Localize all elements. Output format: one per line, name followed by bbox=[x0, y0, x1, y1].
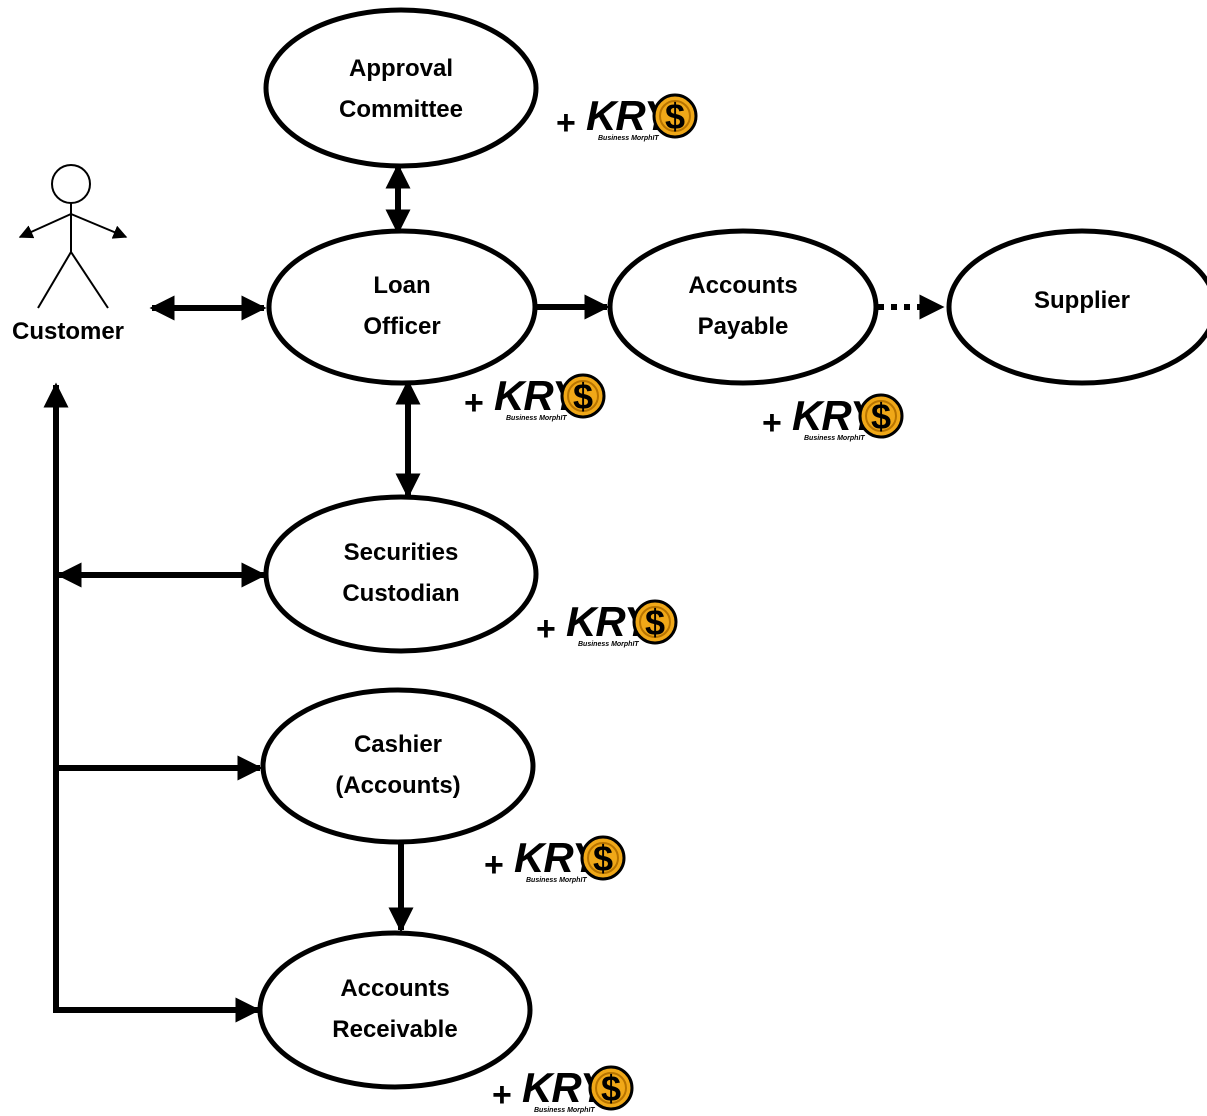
node-label: Approval bbox=[349, 55, 453, 82]
node-cashier[interactable]: Cashier (Accounts) bbox=[260, 687, 536, 845]
logo-tagline: Business MorphIT bbox=[534, 1107, 595, 1114]
svg-text:+: + bbox=[484, 846, 504, 884]
node-label: Receivable bbox=[332, 1016, 457, 1043]
kry-badge-approval: + KRY $ Business MorphIT bbox=[556, 92, 698, 142]
dollar-icon: $ bbox=[645, 602, 665, 643]
node-label: Securities bbox=[344, 539, 459, 566]
node-accounts-payable[interactable]: Accounts Payable bbox=[607, 228, 879, 386]
svg-text:+: + bbox=[492, 1076, 512, 1114]
dollar-icon: $ bbox=[871, 396, 891, 437]
node-label: (Accounts) bbox=[335, 772, 460, 799]
node-label: Supplier bbox=[1034, 287, 1130, 314]
dollar-icon: $ bbox=[593, 838, 613, 879]
kry-badge-accounts-payable: + KRY $ Business MorphIT bbox=[762, 392, 904, 442]
actor-customer[interactable]: Customer bbox=[12, 164, 128, 345]
stick-figure-icon bbox=[18, 164, 128, 309]
svg-text:+: + bbox=[556, 104, 576, 142]
node-label: Payable bbox=[698, 313, 789, 340]
logo-tagline: Business MorphIT bbox=[578, 641, 639, 648]
edges bbox=[43, 163, 945, 1023]
logo-tagline: Business MorphIT bbox=[526, 877, 587, 884]
kry-badge-cashier: + KRY $ Business MorphIT bbox=[484, 834, 626, 884]
dollar-icon: $ bbox=[601, 1068, 621, 1109]
kry-badge-loan-officer: + KRY $ Business MorphIT bbox=[464, 372, 606, 422]
node-label: Officer bbox=[363, 313, 440, 340]
svg-text:+: + bbox=[762, 404, 782, 442]
node-supplier[interactable]: Supplier bbox=[946, 228, 1207, 386]
svg-text:+: + bbox=[464, 384, 484, 422]
node-label: Committee bbox=[339, 96, 463, 123]
dollar-icon: $ bbox=[665, 96, 685, 137]
node-loan-officer[interactable]: Loan Officer bbox=[266, 228, 538, 386]
logo-tagline: Business MorphIT bbox=[506, 415, 567, 422]
kry-badge-securities: + KRY $ Business MorphIT bbox=[536, 598, 678, 648]
svg-text:+: + bbox=[536, 610, 556, 648]
node-approval-committee[interactable]: Approval Committee bbox=[263, 7, 539, 169]
logo-tagline: Business MorphIT bbox=[804, 435, 865, 442]
node-securities-custodian[interactable]: Securities Custodian bbox=[263, 494, 539, 654]
node-label: Custodian bbox=[342, 580, 459, 607]
kry-badge-receivable: + KRY $ Business MorphIT bbox=[492, 1064, 634, 1114]
node-accounts-receivable[interactable]: Accounts Receivable bbox=[257, 930, 533, 1090]
logo-tagline: Business MorphIT bbox=[598, 135, 659, 142]
node-label: Accounts bbox=[340, 975, 449, 1002]
node-label: Loan bbox=[373, 272, 430, 299]
dollar-icon: $ bbox=[573, 376, 593, 417]
node-label: Cashier bbox=[354, 731, 442, 758]
actor-label: Customer bbox=[12, 318, 124, 345]
node-label: Accounts bbox=[688, 272, 797, 299]
